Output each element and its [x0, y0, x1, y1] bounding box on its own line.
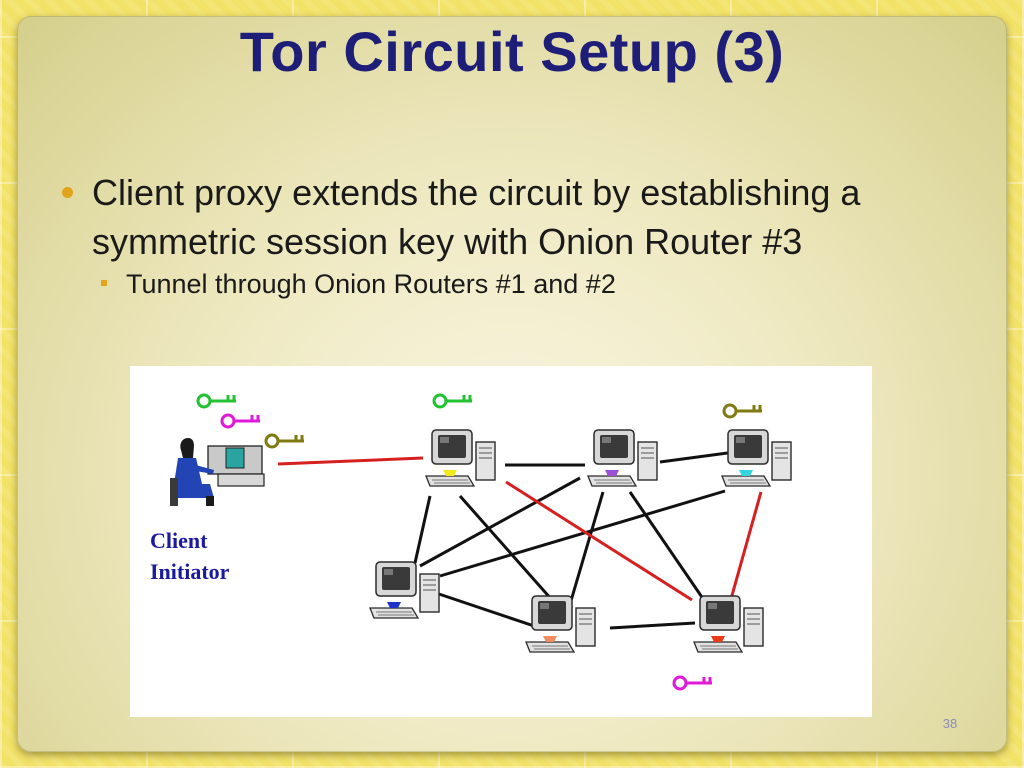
client-label-line1: Client	[150, 528, 208, 553]
network-diagram: Client Initiator	[130, 366, 872, 717]
key-green-2-icon	[432, 393, 472, 409]
onion-router-6	[693, 595, 764, 653]
key-olive-2-icon	[722, 403, 762, 419]
sub-bullet-text: Tunnel through Onion Routers #1 and #2	[126, 269, 616, 299]
sub-bullet-item: Tunnel through Onion Routers #1 and #2	[60, 266, 960, 302]
key-magenta-2-icon	[672, 675, 712, 691]
bullet-dot-icon	[62, 187, 73, 198]
key-olive-1-icon	[264, 433, 304, 449]
key-green-1-icon	[196, 393, 236, 409]
bullet-text: Client proxy extends the circuit by esta…	[92, 172, 861, 262]
client-label-line2: Initiator	[150, 559, 230, 584]
bullet-item: Client proxy extends the circuit by esta…	[60, 168, 960, 266]
slide-title: Tor Circuit Setup (3)	[239, 20, 785, 83]
key-magenta-1-icon	[220, 413, 260, 429]
onion-router-2	[587, 429, 658, 487]
onion-router-5	[525, 595, 596, 653]
onion-router-1	[425, 429, 496, 487]
bullet-list: Client proxy extends the circuit by esta…	[60, 168, 960, 302]
sub-bullet-square-icon	[101, 280, 107, 286]
onion-router-4	[369, 561, 440, 619]
onion-router-3	[721, 429, 792, 487]
client-person	[170, 438, 265, 506]
circuit-red-links	[277, 456, 763, 602]
page-number: 38	[942, 716, 958, 731]
